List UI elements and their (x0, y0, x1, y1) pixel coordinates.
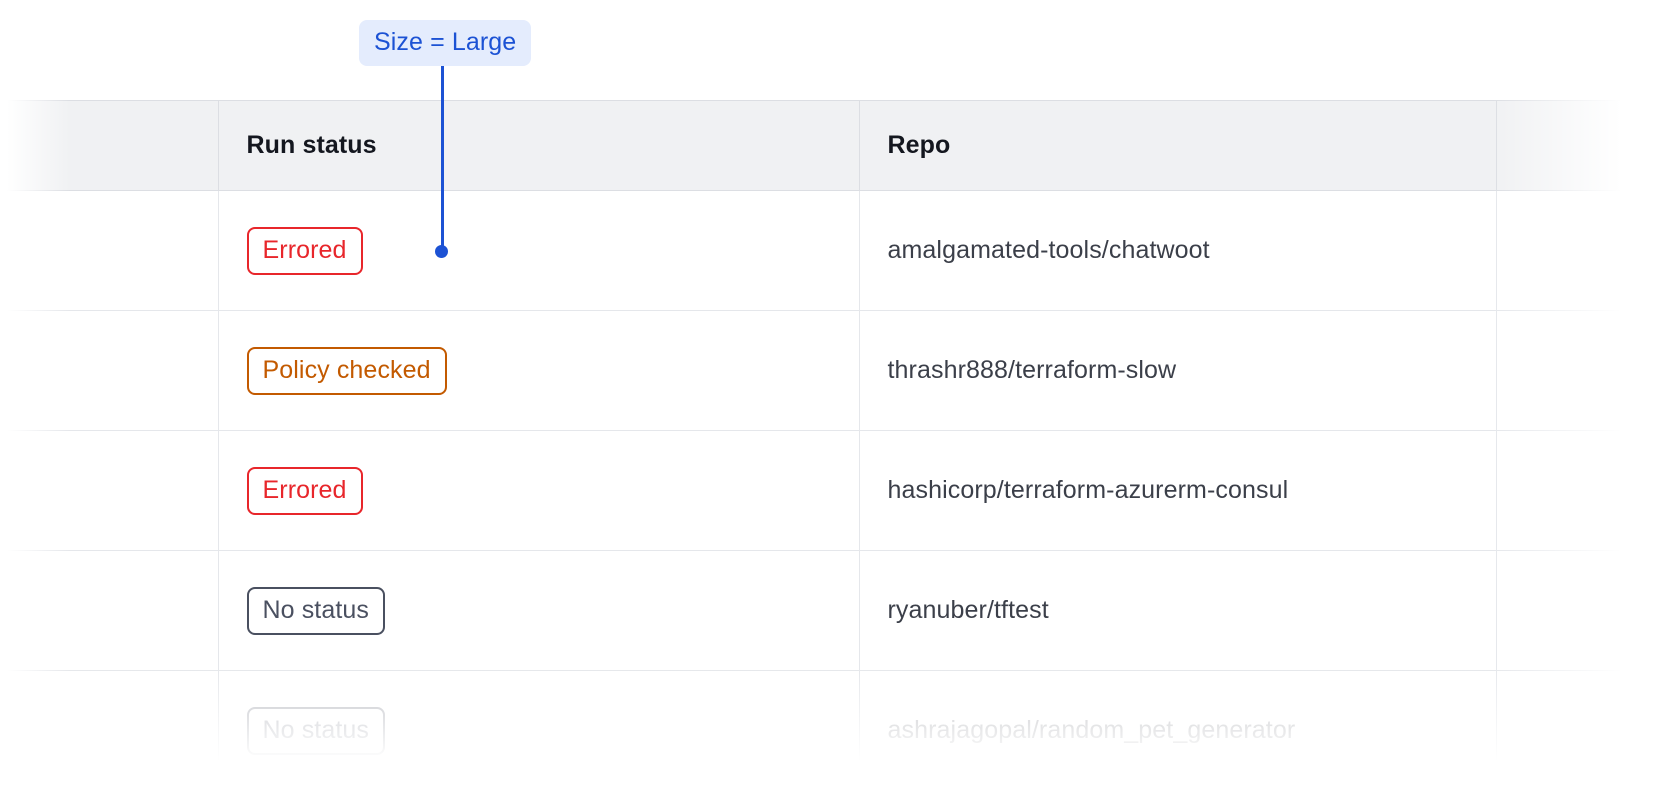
runs-table-container: Run status Repo Errored amalgamated-tool… (0, 100, 1672, 788)
row-tail-cell (1495, 670, 1672, 788)
row-spacer-cell (0, 550, 218, 671)
table-header: Run status Repo (0, 100, 1672, 191)
row-spacer-cell (0, 190, 218, 311)
table-body: Errored amalgamated-tools/chatwoot Polic… (0, 190, 1672, 788)
table-row[interactable]: No status ashrajagopal/random_pet_genera… (0, 670, 1672, 788)
status-badge[interactable]: No status (246, 706, 386, 755)
column-header-run-status[interactable]: Run status (217, 100, 859, 191)
table-row[interactable]: No status ryanuber/tftest (0, 550, 1672, 671)
column-header-spacer (0, 100, 218, 191)
runs-table: Run status Repo Errored amalgamated-tool… (0, 100, 1672, 788)
annotation-callout: Size = Large (359, 20, 532, 66)
status-badge[interactable]: Errored (246, 466, 363, 515)
run-status-cell: No status (217, 670, 859, 788)
run-status-cell: Errored (217, 190, 859, 311)
table-header-row: Run status Repo (0, 100, 1672, 191)
row-tail-cell (1495, 310, 1672, 431)
run-status-cell: No status (217, 550, 859, 671)
repo-cell[interactable]: hashicorp/terraform-azurerm-consul (858, 430, 1496, 551)
row-spacer-cell (0, 430, 218, 551)
column-header-repo[interactable]: Repo (858, 100, 1496, 191)
row-tail-cell (1495, 550, 1672, 671)
row-spacer-cell (0, 670, 218, 788)
repo-cell[interactable]: thrashr888/terraform-slow (858, 310, 1496, 431)
row-tail-cell (1495, 190, 1672, 311)
run-status-cell: Policy checked (217, 310, 859, 431)
table-row[interactable]: Errored hashicorp/terraform-azurerm-cons… (0, 430, 1672, 551)
table-row[interactable]: Policy checked thrashr888/terraform-slow (0, 310, 1672, 431)
repo-cell[interactable]: ashrajagopal/random_pet_generator (858, 670, 1496, 788)
row-spacer-cell (0, 310, 218, 431)
status-badge[interactable]: No status (246, 586, 386, 635)
status-badge[interactable]: Policy checked (246, 346, 447, 395)
status-badge[interactable]: Errored (246, 226, 363, 275)
repo-cell[interactable]: amalgamated-tools/chatwoot (858, 190, 1496, 311)
repo-cell[interactable]: ryanuber/tftest (858, 550, 1496, 671)
annotation-connector-dot (435, 245, 448, 258)
run-status-cell: Errored (217, 430, 859, 551)
column-header-tail (1495, 100, 1672, 191)
annotation-connector-line (441, 57, 444, 252)
table-row[interactable]: Errored amalgamated-tools/chatwoot (0, 190, 1672, 311)
row-tail-cell (1495, 430, 1672, 551)
